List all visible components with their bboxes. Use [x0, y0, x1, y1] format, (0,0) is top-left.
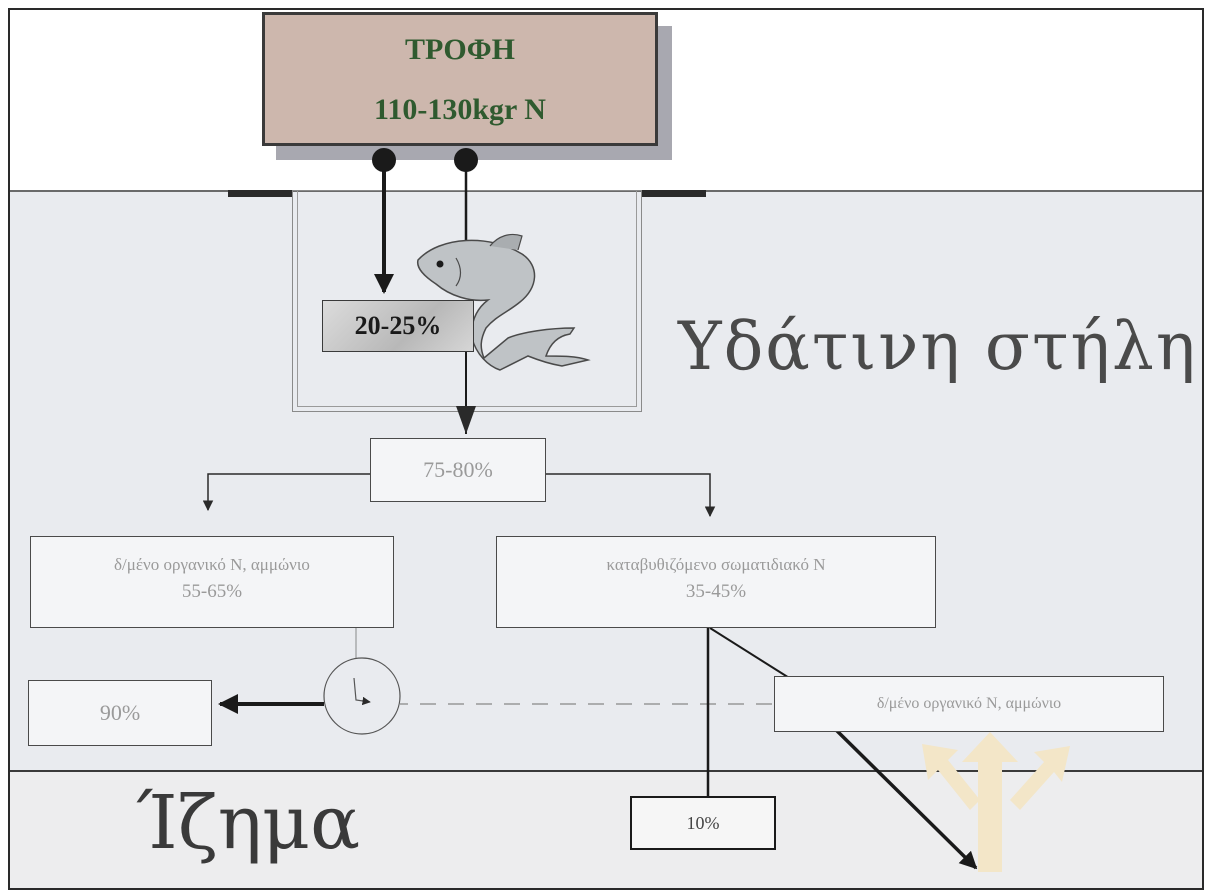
arrow-head-excreted	[456, 406, 476, 434]
diagram-frame: ΤΡΟΦΗ 110-130kgr N Υδάτινη στήλη Ίζημα	[8, 8, 1204, 890]
sinking-value: 35-45%	[497, 581, 935, 603]
fish-uptake-box: 20-25%	[322, 300, 474, 352]
arrow-to-dissolved	[208, 474, 370, 510]
excreted-box: 75-80%	[370, 438, 546, 502]
sinking-label: καταβυθιζόμενο σωματιδιακό Ν	[497, 555, 935, 575]
flow-arrows	[10, 10, 1204, 890]
sinking-box: καταβυθιζόμενο σωματιδιακό Ν 35-45%	[496, 536, 936, 628]
recycle-circle	[324, 658, 400, 734]
feed-connector-left	[372, 148, 396, 292]
dissolved-label: δ/μένο οργανικό Ν, αμμώνιο	[31, 555, 393, 575]
arrow-to-sinking	[546, 474, 710, 516]
released-dissolved-box: δ/μένο οργανικό Ν, αμμώνιο	[774, 676, 1164, 732]
diffusion-arrows	[922, 732, 1070, 872]
arrow-released-to-sediment	[828, 722, 976, 868]
recycled-box: 90%	[28, 680, 212, 746]
dissolved-box: δ/μένο οργανικό Ν, αμμώνιο 55-65%	[30, 536, 394, 628]
dissolved-value: 55-65%	[31, 581, 393, 603]
sediment-value-box: 10%	[630, 796, 776, 850]
recycle-inner-arrow	[354, 678, 370, 702]
